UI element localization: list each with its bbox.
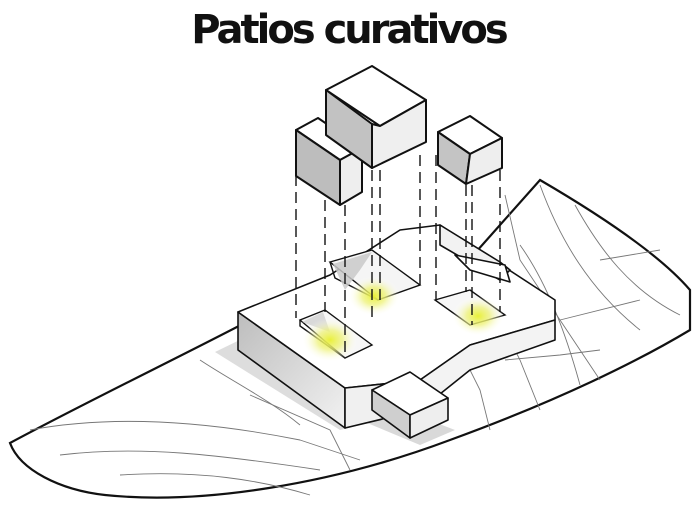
glow-right — [452, 296, 504, 336]
front-step-block — [371, 371, 449, 439]
light-glows — [302, 276, 504, 362]
glow-center — [348, 276, 400, 316]
step-right — [409, 397, 449, 439]
floating-block-center — [325, 65, 427, 169]
glow-left — [302, 318, 358, 362]
upper-block-top — [454, 254, 511, 283]
projection-lines — [295, 155, 501, 355]
diagram-title: Patios curativos — [191, 7, 508, 53]
floating-block-right — [437, 115, 503, 185]
